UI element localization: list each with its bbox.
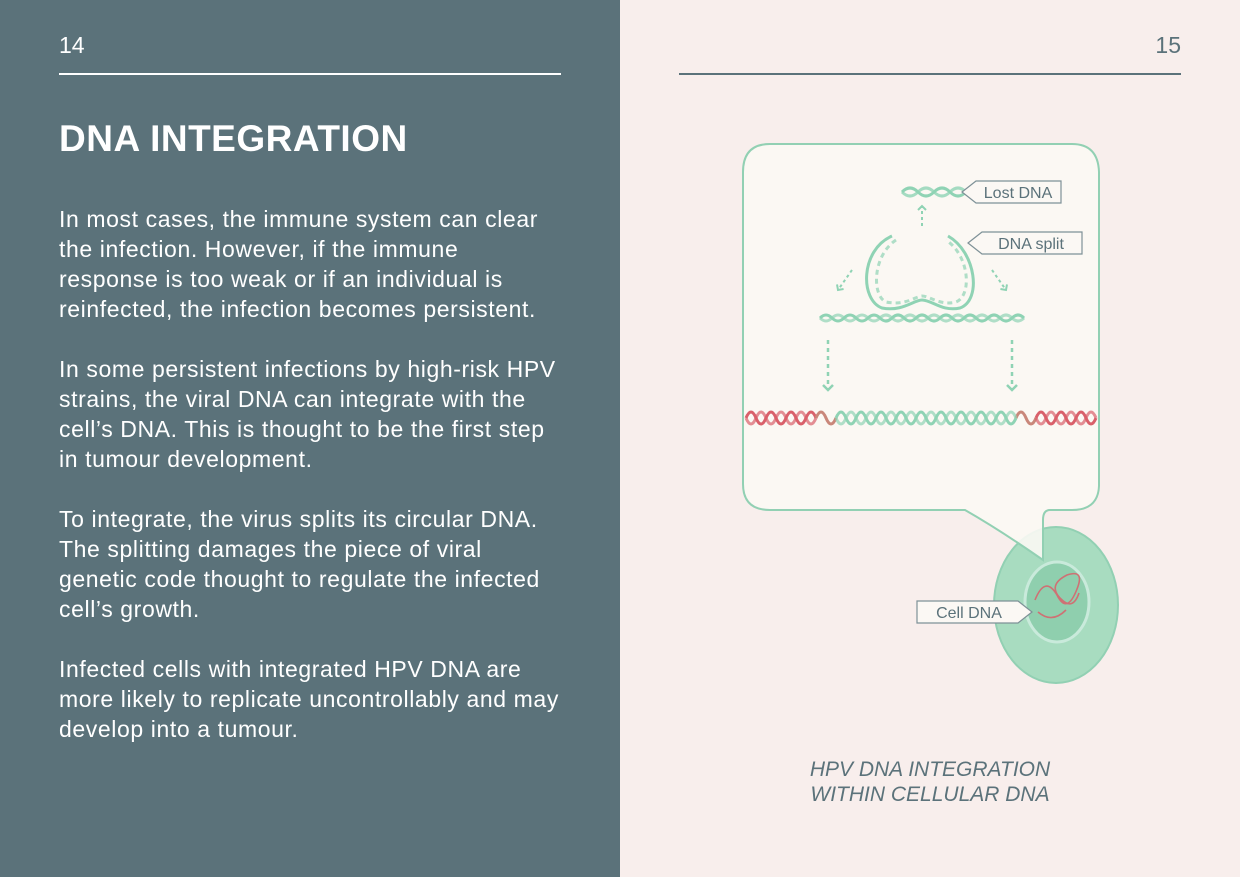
label-dna-split: DNA split	[967, 231, 1083, 255]
cell-nucleus	[1023, 560, 1091, 644]
caption-line-2: WITHIN CELLULAR DNA	[810, 783, 1050, 806]
paragraph-4: Infected cells with integrated HPV DNA a…	[59, 656, 559, 742]
nucleus-dna-squiggle	[1034, 572, 1081, 619]
lost-dna-helix	[900, 186, 968, 198]
body-text: In most cases, the immune system can cle…	[59, 204, 559, 774]
label-lost-dna-text: Lost DNA	[984, 185, 1053, 202]
split-right-arrow	[991, 269, 1008, 292]
page-number-left: 14	[59, 32, 85, 58]
figure-caption: HPV DNA INTEGRATION WITHIN CELLULAR DNA	[780, 757, 1080, 807]
paragraph-3: To integrate, the virus splits its circu…	[59, 506, 540, 622]
header-rule-left	[59, 73, 561, 75]
paragraph-2: In some persistent infections by high-ri…	[59, 356, 556, 472]
label-cell-dna: Cell DNA	[916, 600, 1033, 624]
right-page: 15	[620, 0, 1240, 877]
integrated-dna-strand	[744, 410, 1098, 426]
label-lost-dna: Lost DNA	[961, 180, 1062, 204]
caption-line-1: HPV DNA INTEGRATION	[809, 758, 1051, 781]
left-page: 14 DNA INTEGRATION In most cases, the im…	[0, 0, 620, 877]
label-dna-split-text: DNA split	[998, 236, 1064, 253]
page-title: DNA INTEGRATION	[59, 118, 408, 159]
paragraph-1: In most cases, the immune system can cle…	[59, 206, 538, 322]
split-left-arrow	[836, 269, 853, 292]
header-rule-right	[679, 73, 1181, 75]
split-dna-loop	[865, 234, 975, 311]
linear-viral-dna	[818, 313, 1026, 323]
page-number-right: 15	[1155, 32, 1181, 58]
hpv-integration-illustration: Lost DNA DNA split Cell DNA	[742, 143, 1119, 684]
label-cell-dna-text: Cell DNA	[936, 605, 1002, 622]
